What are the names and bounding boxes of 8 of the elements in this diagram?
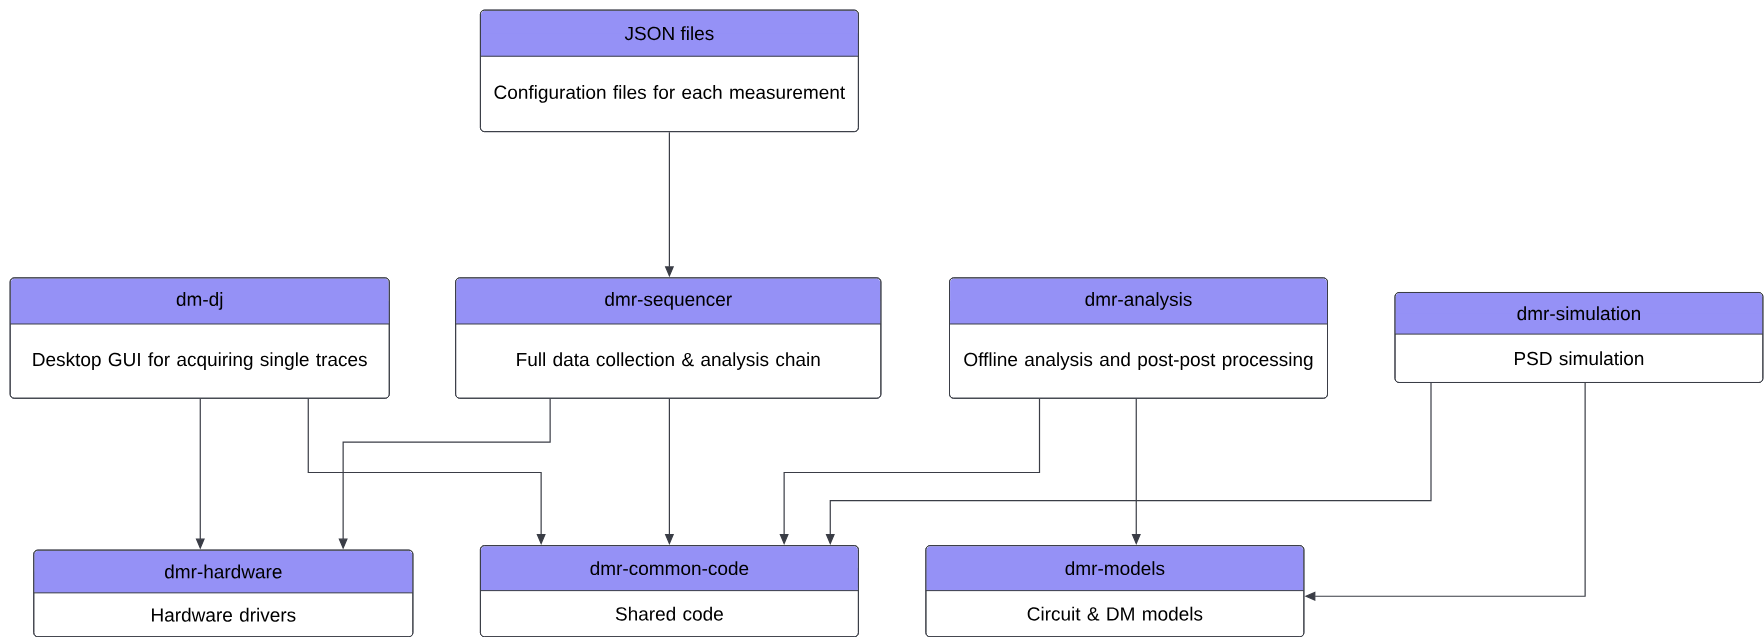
module-box: dmr-models Circuit & DM models (925, 545, 1305, 637)
module-box: dmr-common-code Shared code (479, 545, 859, 637)
module-box: dm-dj Desktop GUI for acquiring single traces (9, 277, 390, 399)
module-box: dmr-hardware Hardware drivers (33, 549, 414, 637)
module-box: JSON files Configuration files for each measurement (479, 9, 859, 133)
module-box: dmr-analysis Offline analysis and post-post processing (949, 277, 1328, 399)
module-box: dmr-sequencer Full data collection & analysis chain (455, 277, 882, 399)
module-box: dmr-simulation PSD simulation (1394, 292, 1764, 383)
